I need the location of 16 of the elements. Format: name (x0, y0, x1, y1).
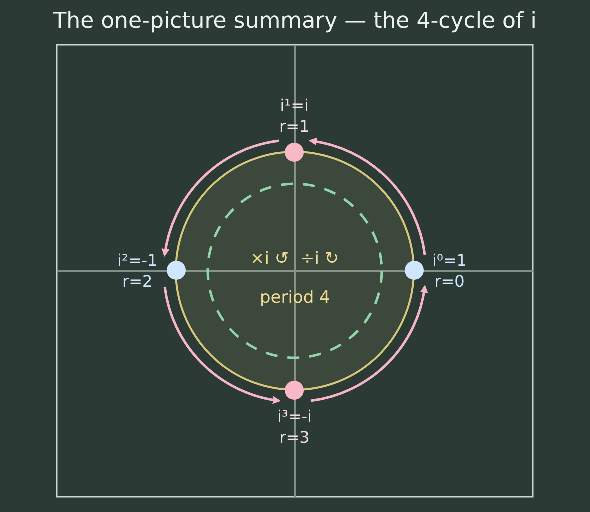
point-label: i⁰=1 (432, 250, 467, 270)
annotation-text: period 4 (260, 288, 330, 308)
annotation-text: ÷i ↻ (300, 249, 340, 269)
point-label: i³=-i (278, 406, 312, 426)
point-label: i¹=i (280, 94, 310, 116)
point-label: i²=-1 (118, 250, 158, 270)
arrow (162, 140, 280, 257)
arrow (310, 285, 428, 402)
annotation-text: ×i ↺ (250, 249, 290, 269)
title: The one-picture summary — the 4-cycle of i (52, 9, 538, 34)
arrow (164, 286, 281, 404)
point-label: r=0 (434, 270, 466, 292)
arrow (309, 138, 426, 256)
point-label: r=2 (122, 270, 154, 292)
point-label: r=1 (280, 116, 310, 136)
point-label: r=3 (278, 426, 311, 448)
